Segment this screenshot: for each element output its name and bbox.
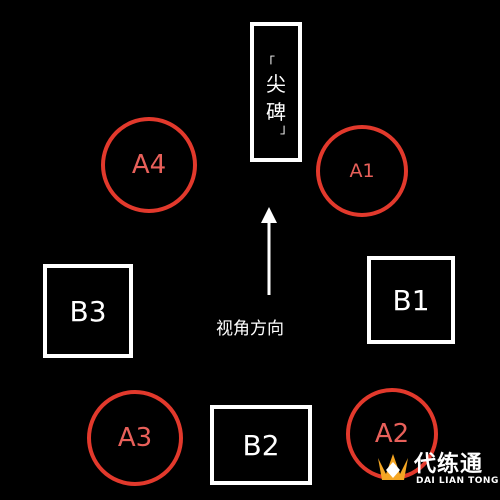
stele-bracket-close: 」 xyxy=(280,122,294,137)
marker-a4: A4 xyxy=(101,117,197,213)
marker-a1: A1 xyxy=(316,125,408,217)
stele-bracket-open: 「 xyxy=(262,56,276,71)
stele-char-2: 碑 xyxy=(266,100,286,124)
marker-a3: A3 xyxy=(87,390,183,486)
block-b3: B3 xyxy=(43,264,133,358)
block-b2: B2 xyxy=(210,405,312,485)
crown-logo-icon xyxy=(378,454,408,480)
block-b1: B1 xyxy=(367,256,455,344)
view-direction-label: 视角方向 xyxy=(216,319,284,339)
marker-a4-label: A4 xyxy=(131,150,167,180)
marker-a1-label: A1 xyxy=(349,160,375,182)
stele-box: 「 尖 碑 」 xyxy=(250,22,302,162)
watermark-title: 代练通 xyxy=(414,452,484,477)
block-b2-label: B2 xyxy=(242,428,280,462)
marker-a2-label: A2 xyxy=(374,419,410,449)
marker-a3-label: A3 xyxy=(117,423,153,453)
watermark-subtitle: DAI LIAN TONG xyxy=(416,476,499,486)
watermark: 代练通 DAI LIAN TONG xyxy=(360,440,500,500)
stele-char-1: 尖 xyxy=(266,72,286,96)
up-arrow-icon xyxy=(261,207,277,295)
block-b3-label: B3 xyxy=(69,294,107,328)
block-b1-label: B1 xyxy=(392,283,430,317)
